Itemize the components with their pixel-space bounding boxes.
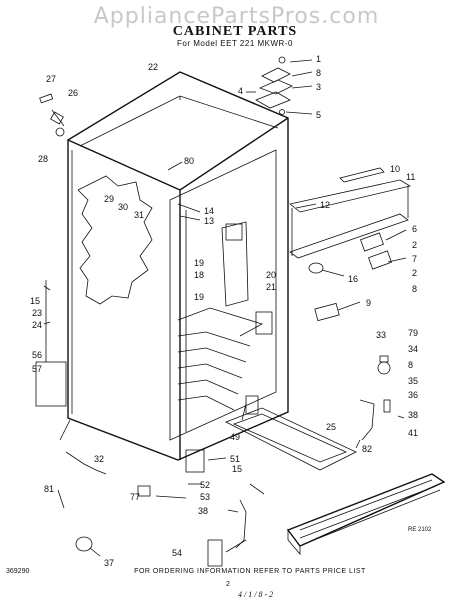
callout-9: 9: [366, 298, 371, 308]
callout-22: 22: [148, 62, 158, 72]
callout-3: 3: [316, 82, 321, 92]
bottom-left-parts: [35, 280, 259, 567]
callout-29: 29: [104, 194, 114, 204]
callout-12: 12: [320, 200, 330, 210]
callout-26: 26: [68, 88, 78, 98]
callout-16: 16: [348, 274, 358, 284]
callout-21: 21: [266, 282, 276, 292]
page-number: 2: [226, 581, 230, 588]
callout-28: 28: [38, 154, 48, 164]
callout-33: 33: [376, 330, 386, 340]
callout-41: 41: [408, 428, 418, 438]
cabinet-body: [59, 71, 289, 461]
callout-27: 27: [46, 74, 56, 84]
reference-code: RE 2102: [408, 527, 432, 533]
callout-49: 49: [230, 432, 240, 442]
callout-56: 56: [32, 350, 42, 360]
callout-14: 14: [204, 206, 214, 216]
callout-24: 24: [32, 320, 42, 330]
callout-13: 13: [204, 216, 214, 226]
leader-lines: [43, 59, 407, 557]
callout-15: 15: [30, 296, 40, 306]
callout-34: 34: [408, 344, 418, 354]
callout-18: 18: [194, 270, 204, 280]
callout-2: 2: [412, 240, 417, 250]
document-code: 369290: [6, 568, 30, 575]
callout-79: 79: [408, 328, 418, 338]
toe-grille: [286, 473, 446, 556]
callout-52: 52: [200, 480, 210, 490]
callout-19: 19: [194, 258, 204, 268]
callout-2b: 2: [412, 268, 417, 278]
callout-77: 77: [130, 492, 140, 502]
callout-36: 36: [408, 390, 418, 400]
model-subtitle: For Model EET 221 MKWR-0: [177, 39, 293, 48]
callout-11: 11: [406, 172, 415, 182]
callout-6: 6: [412, 224, 417, 234]
callout-labels: 1 8 3 4 5 22 27 26 28 80 10 11 12 29 30 …: [30, 54, 418, 568]
upper-rail: [289, 167, 412, 259]
diagram-title: CABINET PARTS: [172, 24, 298, 39]
callout-54: 54: [172, 548, 182, 558]
callout-37: 37: [104, 558, 114, 568]
callout-19b: 19: [194, 292, 204, 302]
drain-tray: [225, 407, 357, 471]
callout-30: 30: [118, 202, 128, 212]
handwritten-note: 4 / 1 / 8 - 2: [238, 590, 274, 599]
ordering-note: FOR ORDERING INFORMATION REFER TO PARTS …: [134, 568, 366, 575]
callout-5: 5: [316, 110, 321, 120]
callout-57: 57: [32, 364, 42, 374]
callout-8b: 8: [412, 284, 417, 294]
callout-10: 10: [390, 164, 400, 174]
right-side-parts: [308, 232, 392, 441]
callout-8c: 8: [408, 360, 413, 370]
callout-35: 35: [408, 376, 418, 386]
callout-23: 23: [32, 308, 42, 318]
callout-31: 31: [134, 210, 144, 220]
callout-82: 82: [362, 444, 372, 454]
callout-25: 25: [326, 422, 336, 432]
callout-32: 32: [94, 454, 104, 464]
callout-4: 4: [238, 86, 243, 96]
callout-38b: 38: [198, 506, 208, 516]
callout-20: 20: [266, 270, 276, 280]
callout-7: 7: [412, 254, 417, 264]
watermark: AppliancePartsPros.com: [93, 4, 380, 29]
callout-81: 81: [44, 484, 54, 494]
callout-8: 8: [316, 68, 321, 78]
hinge-pin-group: [39, 93, 65, 137]
callout-80: 80: [184, 156, 194, 166]
top-hinge-group: [255, 56, 293, 115]
callout-38: 38: [408, 410, 418, 420]
callout-15b: 15: [232, 464, 242, 474]
callout-53: 53: [200, 492, 210, 502]
callout-51: 51: [230, 454, 240, 464]
callout-1: 1: [316, 54, 321, 64]
